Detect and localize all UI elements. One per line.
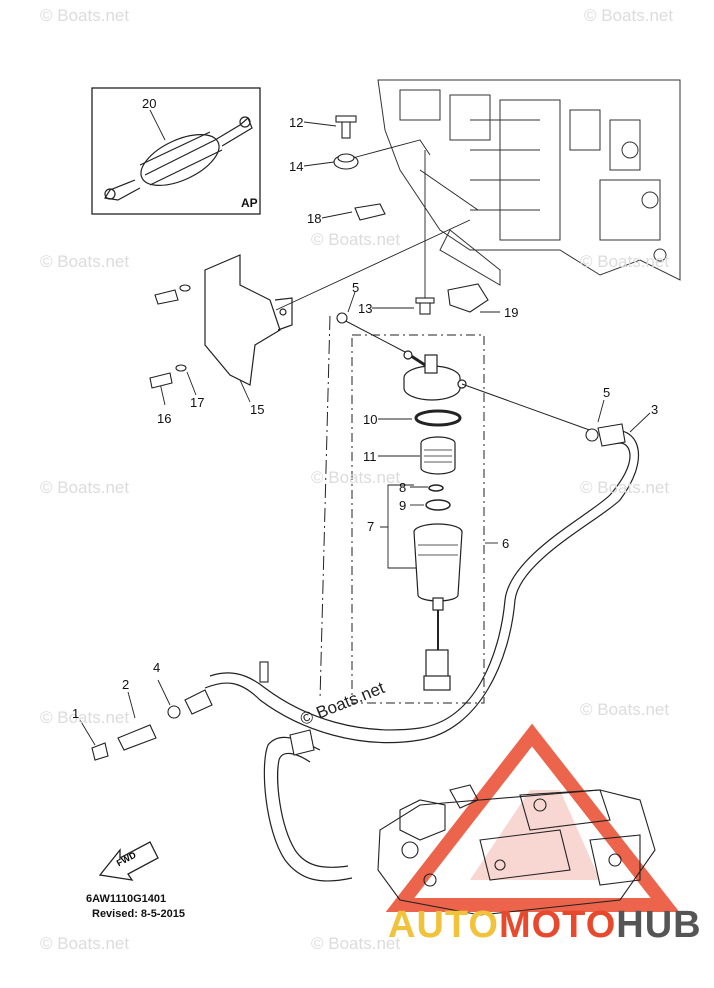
callout-7: 7 — [367, 519, 375, 534]
watermark: © Boats.net — [40, 478, 130, 497]
logo-triangle-mark — [385, 723, 680, 912]
callout-14: 14 — [289, 159, 304, 174]
filter-element-illustration — [420, 436, 456, 475]
revised-date: Revised: 8-5-2015 — [92, 908, 185, 920]
fuel-hoses — [204, 315, 640, 882]
callout-20: 20 — [142, 96, 157, 111]
callout-5-top: 5 — [352, 280, 360, 295]
callout-16: 16 — [157, 411, 172, 426]
brand-part-hub: HUB — [616, 904, 702, 946]
watermark: © Boats.net — [40, 708, 130, 727]
filter-cup-illustration — [413, 523, 463, 691]
callout-1: 1 — [72, 706, 80, 721]
watermark: © Boats.net — [311, 230, 401, 249]
watermark: © Boats.net — [40, 6, 130, 25]
engine-block-illustration — [377, 79, 681, 286]
callout-12: 12 — [289, 115, 304, 130]
watermark: © Boats.net — [40, 252, 130, 271]
vapor-separator-illustration — [377, 784, 656, 916]
watermark: © Boats.net — [311, 934, 401, 953]
callout-11: 11 — [363, 449, 377, 464]
callout-13: 13 — [358, 301, 373, 316]
callout-17: 17 — [190, 395, 205, 410]
watermark: © Boats.net — [580, 478, 670, 497]
float-illustration — [425, 499, 451, 511]
filter-head-illustration — [403, 350, 467, 401]
clip-illustration — [428, 484, 444, 492]
watermark: © Boats.net — [311, 468, 401, 487]
bracket-illustration — [204, 254, 293, 386]
leader-lines — [79, 109, 651, 746]
brand-logo-text: AUTOMOTOHUB — [388, 904, 702, 947]
callout-8: 8 — [399, 480, 407, 495]
callout-9: 9 — [399, 498, 407, 513]
inset-box — [91, 87, 261, 215]
callout-15: 15 — [250, 402, 265, 417]
brand-part-moto: MOTO — [498, 904, 617, 946]
inset-ap-label: AP — [241, 196, 258, 210]
fwd-arrow-icon — [98, 841, 159, 881]
callout-10: 10 — [363, 412, 378, 427]
brand-part-auto: AUTO — [388, 904, 499, 946]
watermark: © Boats.net — [580, 252, 670, 271]
diagram-code: 6AW1110G1401 — [86, 893, 167, 905]
filter-assembly-box — [351, 334, 485, 704]
o-ring-illustration — [414, 409, 462, 427]
watermark: © Boats.net — [580, 700, 670, 719]
callout-18: 18 — [307, 211, 322, 226]
primer-bulb-illustration — [104, 116, 253, 201]
watermark: © Boats.net — [40, 934, 130, 953]
callout-5-right: 5 — [603, 385, 611, 400]
callout-19: 19 — [504, 305, 519, 320]
small-parts — [91, 115, 626, 761]
watermark: © Boats.net — [584, 6, 674, 25]
callout-2: 2 — [122, 677, 130, 692]
callout-4: 4 — [153, 660, 161, 675]
callout-3: 3 — [651, 402, 659, 417]
callout-6: 6 — [502, 536, 510, 551]
